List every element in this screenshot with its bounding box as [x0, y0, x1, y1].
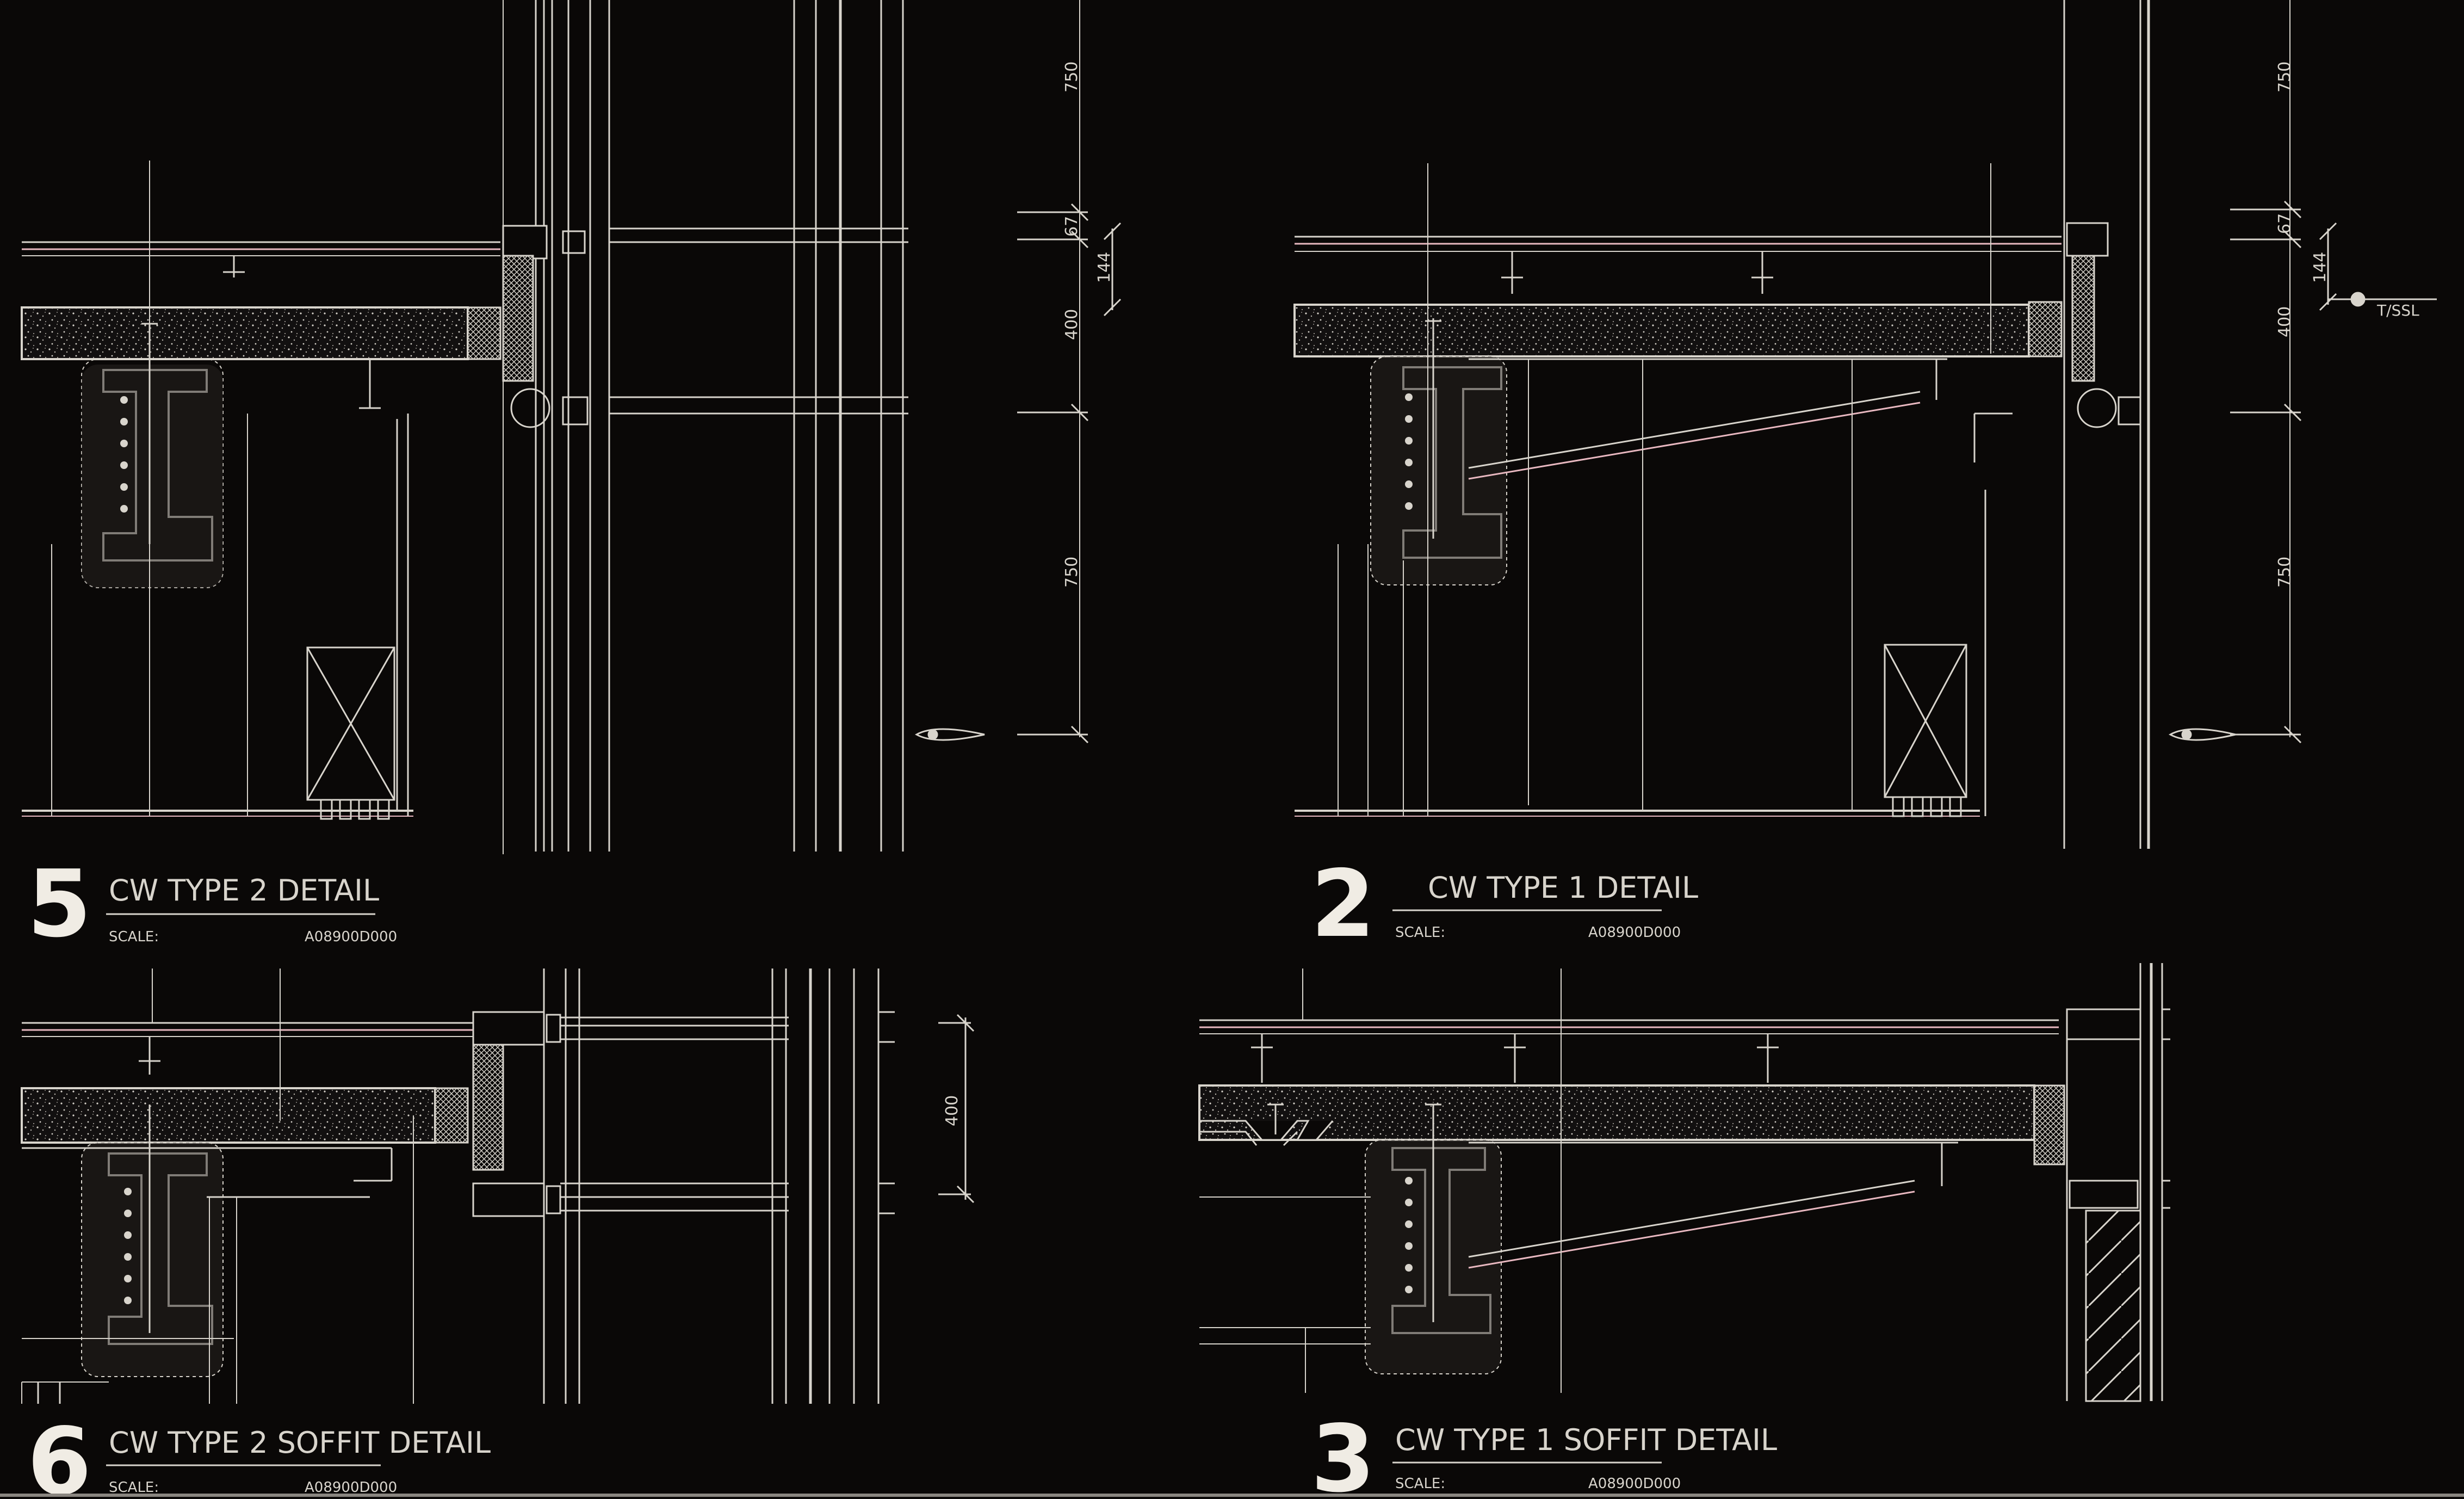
dimensions-2: 750 67 144 400 750 T/SSL	[2275, 61, 2419, 588]
title-block-5: 5 CW TYPE 2 DETAIL SCALE: A08900D000	[27, 850, 397, 958]
detail-title-5: CW TYPE 2 DETAIL	[109, 873, 379, 908]
detail-2-drawing	[1293, 0, 2437, 849]
dim-5-d: 400	[1062, 309, 1081, 340]
dim-6-a: 400	[943, 1095, 962, 1126]
detail-ref-6: A08900D000	[305, 1479, 397, 1496]
dimensions-5: 750 67 144 400 750	[1062, 61, 1114, 588]
detail-ref-5: A08900D000	[305, 929, 397, 945]
scale-label-3: SCALE:	[1395, 1476, 1445, 1492]
scale-label-2: SCALE:	[1395, 924, 1445, 941]
detail-ref-3: A08900D000	[1588, 1476, 1681, 1492]
detail-number-2: 2	[1311, 850, 1375, 958]
dim-5-c: 144	[1095, 252, 1114, 283]
dim-2-c: 144	[2311, 252, 2330, 283]
dimensions-6: 400	[943, 1095, 962, 1126]
scale-label-6: SCALE:	[109, 1479, 159, 1496]
detail-6-drawing	[21, 969, 975, 1404]
detail-title-6: CW TYPE 2 SOFFIT DETAIL	[109, 1426, 491, 1460]
title-block-3: 3 CW TYPE 1 SOFFIT DETAIL SCALE: A08900D…	[1311, 1405, 1777, 1499]
dim-5-a: 750	[1062, 61, 1081, 92]
title-block-2: 2 CW TYPE 1 DETAIL SCALE: A08900D000	[1311, 850, 1698, 958]
detail-3-drawing	[1198, 963, 2170, 1402]
dim-2-a: 750	[2275, 61, 2294, 92]
dim-5-b: 67	[1062, 216, 1081, 237]
detail-number-5: 5	[27, 850, 91, 958]
detail-title-2: CW TYPE 1 DETAIL	[1428, 871, 1698, 905]
dim-2-e: 750	[2275, 557, 2294, 588]
level-tag: T/SSL	[2376, 301, 2419, 319]
title-block-6: 6 CW TYPE 2 SOFFIT DETAIL SCALE: A08900D…	[27, 1408, 491, 1499]
scale-label-5: SCALE:	[109, 929, 159, 945]
dim-5-e: 750	[1062, 557, 1081, 588]
detail-title-3: CW TYPE 1 SOFFIT DETAIL	[1395, 1423, 1777, 1457]
detail-number-6: 6	[27, 1408, 91, 1499]
detail-5-drawing	[21, 0, 1122, 854]
dim-2-d: 400	[2275, 306, 2294, 337]
dim-2-b: 67	[2275, 213, 2294, 234]
detail-ref-2: A08900D000	[1588, 924, 1681, 941]
detail-number-3: 3	[1311, 1405, 1375, 1499]
